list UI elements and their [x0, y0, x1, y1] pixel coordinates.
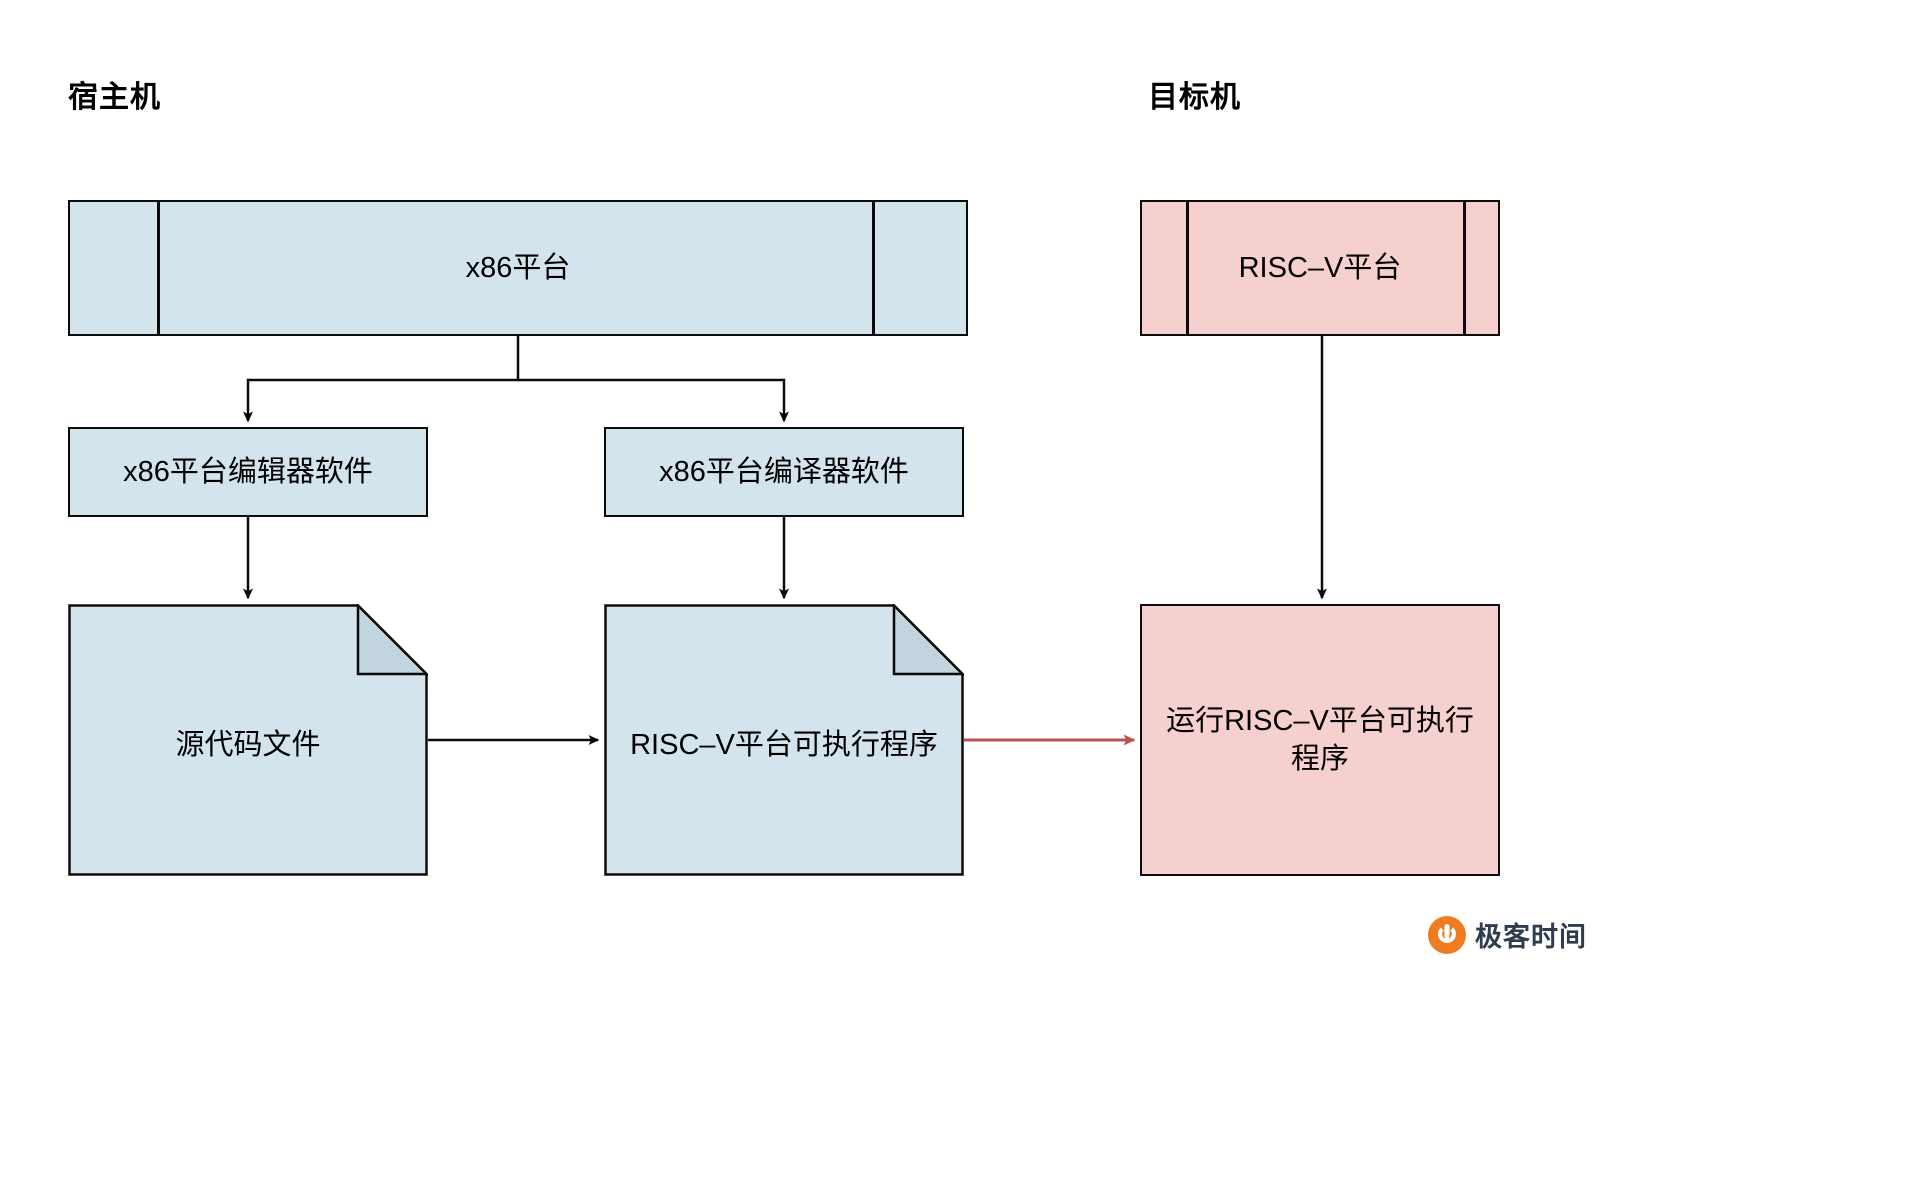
riscv-platform-left-divider: [1186, 200, 1189, 336]
node-riscv-platform-label: RISC–V平台: [1238, 251, 1402, 284]
edge-platform-to-editor: [243, 336, 520, 423]
node-riscv-executable[interactable]: RISC–V平台可执行程序: [604, 604, 964, 876]
node-source-code-file[interactable]: 源代码文件: [68, 604, 428, 876]
watermark: 极客时间: [1428, 915, 1587, 954]
edge-platform-to-compiler: [518, 378, 789, 423]
node-run-riscv-executable-label: 运行RISC–V平台可执行 程序: [1166, 704, 1474, 775]
x86-platform-left-divider: [157, 200, 160, 336]
node-source-code-file-label: 源代码文件: [175, 729, 321, 761]
geektime-logo-icon: [1428, 915, 1466, 954]
riscv-executable-shape: [604, 604, 964, 876]
source-code-file-shape: [68, 604, 428, 876]
node-x86-platform[interactable]: x86平台: [68, 200, 968, 336]
node-x86-platform-label: x86平台: [465, 251, 571, 284]
node-x86-compiler-software-label: x86平台编译器软件: [659, 455, 909, 488]
node-x86-compiler-software[interactable]: x86平台编译器软件: [604, 427, 964, 517]
riscv-platform-right-divider: [1463, 200, 1466, 336]
host-section-title: 宿主机: [68, 81, 161, 114]
node-x86-editor-software-label: x86平台编辑器软件: [123, 455, 373, 488]
node-x86-editor-software[interactable]: x86平台编辑器软件: [68, 427, 428, 517]
node-run-riscv-executable[interactable]: 运行RISC–V平台可执行 程序: [1140, 604, 1500, 876]
watermark-label: 极客时间: [1475, 922, 1587, 952]
node-riscv-executable-label: RISC–V平台可执行程序: [630, 729, 938, 761]
target-section-title: 目标机: [1148, 81, 1241, 114]
node-riscv-platform[interactable]: RISC–V平台: [1140, 200, 1500, 336]
x86-platform-right-divider: [872, 200, 875, 336]
